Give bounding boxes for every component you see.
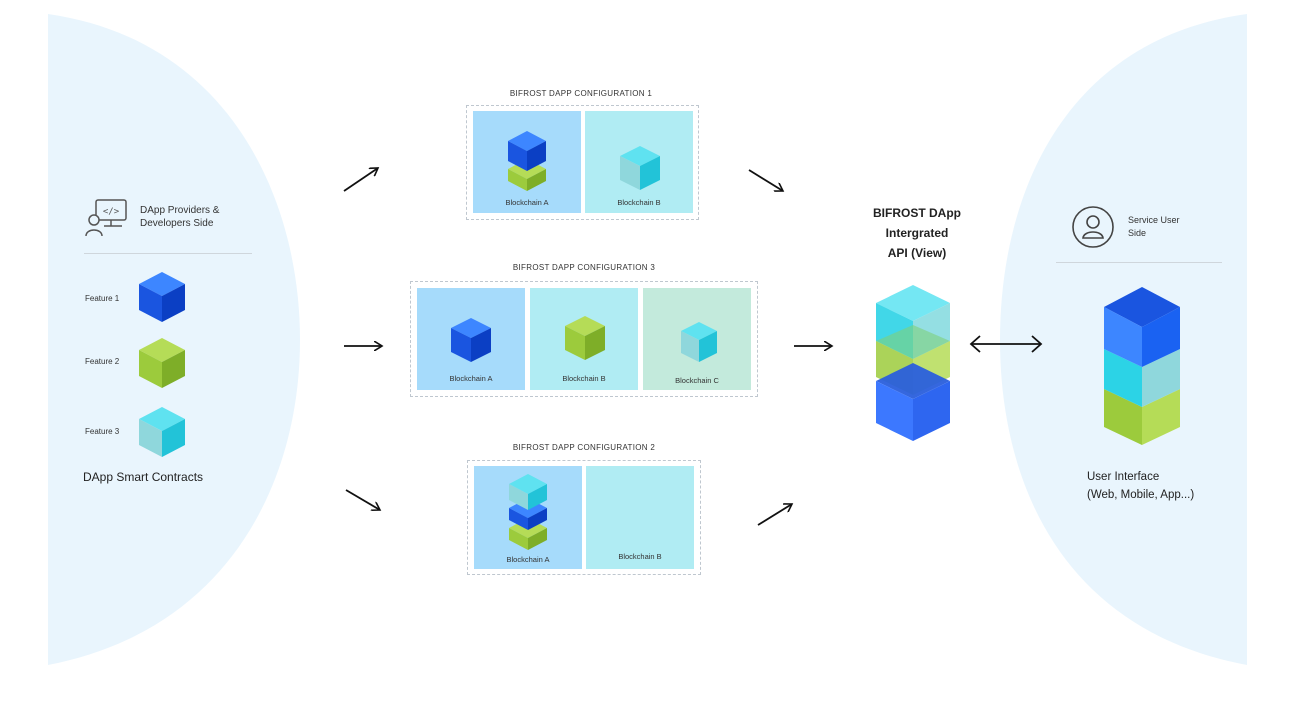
config-2-chain-b-label: Blockchain B <box>618 552 662 561</box>
config-1-chain-a-cubes <box>508 131 546 191</box>
config-3-chain-a-cube <box>451 318 491 362</box>
api-label-line3: API (View) <box>887 246 947 260</box>
config-3-chain-c-label: Blockchain C <box>675 376 719 385</box>
arrow-to-config-2 <box>345 489 380 510</box>
config-3-title: BIFROST DAPP CONFIGURATION 3 <box>512 263 656 272</box>
config-1-chain-b-label: Blockchain B <box>617 198 661 207</box>
config-3-chain-a: Blockchain A <box>417 288 525 390</box>
config-2-chain-a: Blockchain A <box>474 466 582 569</box>
config-3-chain-c: Blockchain C <box>643 288 751 390</box>
service-user-label-line2: Side <box>1128 228 1147 238</box>
config-1-chain-b-cube <box>620 146 660 190</box>
feature-2-label: Feature 2 <box>85 357 120 366</box>
config-2-chain-a-cubes <box>509 474 547 550</box>
api-label-line2: Intergrated <box>885 226 949 240</box>
arrow-config-2-to-api <box>757 504 792 526</box>
api-label: BIFROST DApp Intergrated API (View) <box>853 203 981 263</box>
service-user-label: Service User Side <box>1128 214 1180 240</box>
config-2-box: Blockchain A Blockchain B <box>467 460 701 575</box>
developer-monitor-icon: </> <box>84 198 132 238</box>
user-interface-label-line1: User Interface <box>1087 471 1160 483</box>
api-label-line1: BIFROST DApp <box>873 206 961 220</box>
provider-label-line1: DApp Providers & <box>140 205 220 216</box>
provider-label: DApp Providers & Developers Side <box>140 204 219 230</box>
user-interface-label-line2: (Web, Mobile, App...) <box>1087 489 1195 501</box>
feature-3-label: Feature 3 <box>85 427 120 436</box>
config-2-chain-a-label: Blockchain A <box>506 555 550 564</box>
right-divider <box>1056 262 1222 263</box>
user-circle-icon <box>1071 205 1115 249</box>
config-1-chain-a: Blockchain A <box>473 111 581 213</box>
feature-1-cube-icon <box>139 272 185 322</box>
feature-1-label: Feature 1 <box>85 294 120 303</box>
api-cube-stack-icon <box>876 285 950 441</box>
smart-contracts-label: DApp Smart Contracts <box>83 470 204 484</box>
feature-2-cube-icon <box>139 338 185 388</box>
config-2-title: BIFROST DAPP CONFIGURATION 2 <box>512 443 656 452</box>
config-1-title: BIFROST DAPP CONFIGURATION 1 <box>509 89 653 98</box>
user-interface-cube-stack-icon <box>1104 287 1180 445</box>
config-3-chain-b-cube <box>565 316 605 360</box>
config-1-chain-a-label: Blockchain A <box>505 198 549 207</box>
config-3-box: Blockchain A Blockchain B Blockchain C <box>410 281 758 397</box>
config-3-chain-c-cube <box>681 322 717 362</box>
feature-3-cube-icon <box>139 407 185 457</box>
config-1-box: Blockchain A Blockchain B <box>466 105 699 220</box>
provider-label-line2: Developers Side <box>140 218 214 229</box>
config-2-chain-b: Blockchain B <box>586 466 694 569</box>
arrow-to-config-1 <box>343 168 378 192</box>
bidirectional-arrow <box>969 335 1043 353</box>
left-divider <box>84 253 252 254</box>
config-3-chain-b-label: Blockchain B <box>562 374 606 383</box>
left-panel <box>48 14 300 665</box>
user-interface-label: User Interface (Web, Mobile, App...) <box>1087 468 1194 504</box>
config-1-chain-b: Blockchain B <box>585 111 693 213</box>
config-3-chain-b: Blockchain B <box>530 288 638 390</box>
service-user-label-line1: Service User <box>1128 215 1180 225</box>
svg-text:</>: </> <box>103 207 120 217</box>
config-3-chain-a-label: Blockchain A <box>449 374 493 383</box>
arrow-config-1-to-api <box>748 169 783 191</box>
